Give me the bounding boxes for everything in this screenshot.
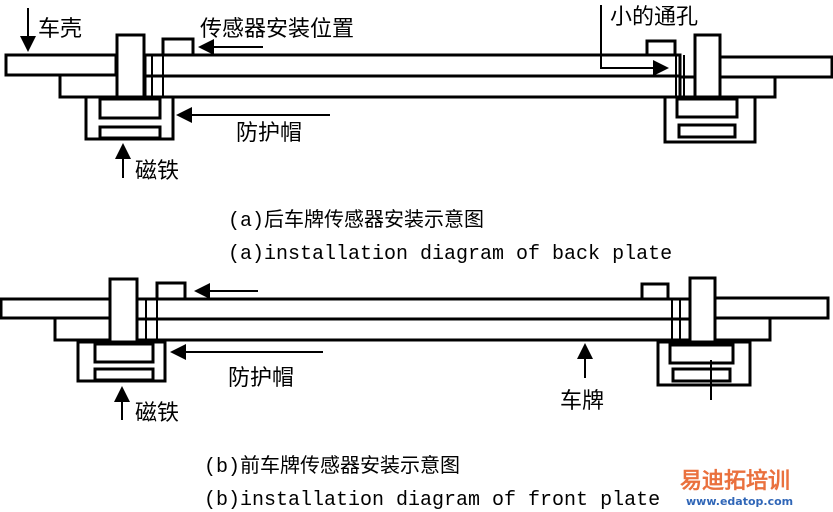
- magnet-lower-right: [677, 123, 737, 139]
- magnet-upper-right: [668, 343, 735, 365]
- caption-b-cn: (b)前车牌传感器安装示意图: [204, 454, 460, 479]
- label-plate: 车牌: [560, 389, 604, 414]
- bolt-block-left: [108, 277, 139, 344]
- sensor-box-right: [640, 282, 670, 301]
- license-plate-upper: [143, 53, 682, 78]
- caption-a-cn: (a)后车牌传感器安装示意图: [228, 208, 484, 233]
- sensor-box-right: [645, 39, 677, 57]
- car-shell-left: [0, 297, 112, 320]
- label-magnet: 磁铁: [135, 401, 179, 426]
- bolt-block-left: [115, 33, 146, 99]
- magnet-upper-left: [93, 342, 155, 364]
- sensor-box-left: [155, 281, 187, 301]
- car-shell-right: [713, 296, 830, 320]
- label-small-hole: 小的通孔: [610, 5, 698, 30]
- diagram-b-front-plate: 防护帽 磁铁 车牌 (b)前车牌传感器安装示意图 (b)installation…: [0, 276, 830, 512]
- license-plate-lower: [135, 317, 694, 342]
- magnet-lower-right: [671, 367, 732, 383]
- bolt-block-right: [693, 33, 722, 99]
- watermark-url: www.edatop.com: [686, 495, 793, 508]
- label-shell: 车壳: [38, 17, 82, 42]
- magnet-upper-right: [675, 97, 739, 119]
- diagram-a-back-plate: 车壳 传感器安装位置 小的通孔 防护帽 磁铁 (a)后车牌传感器安装示意图 (a…: [4, 5, 833, 266]
- label-magnet: 磁铁: [135, 159, 179, 184]
- label-cap: 防护帽: [236, 121, 302, 146]
- label-cap: 防护帽: [228, 366, 294, 391]
- caption-b-en: (b)installation diagram of front plate: [204, 489, 660, 512]
- watermark-logo: 易迪拓培训 www.edatop.com: [680, 468, 793, 508]
- shell-lower-left: [53, 316, 114, 342]
- license-plate-lower: [143, 74, 682, 99]
- magnet-upper-left: [98, 97, 162, 120]
- watermark-brand: 易迪拓培训: [680, 468, 790, 494]
- arrow-small-hole: [600, 5, 669, 76]
- label-sensor-position: 传感器安装位置: [200, 17, 354, 42]
- magnet-lower-left: [98, 125, 162, 140]
- magnet-lower-left: [93, 367, 155, 382]
- sensor-box-left: [161, 37, 195, 57]
- car-shell-right: [718, 55, 833, 79]
- caption-a-en: (a)installation diagram of back plate: [228, 243, 672, 266]
- license-plate-upper: [135, 297, 694, 321]
- shell-lower-left: [58, 73, 122, 99]
- car-shell-left: [4, 53, 118, 77]
- bolt-block-right: [688, 276, 717, 346]
